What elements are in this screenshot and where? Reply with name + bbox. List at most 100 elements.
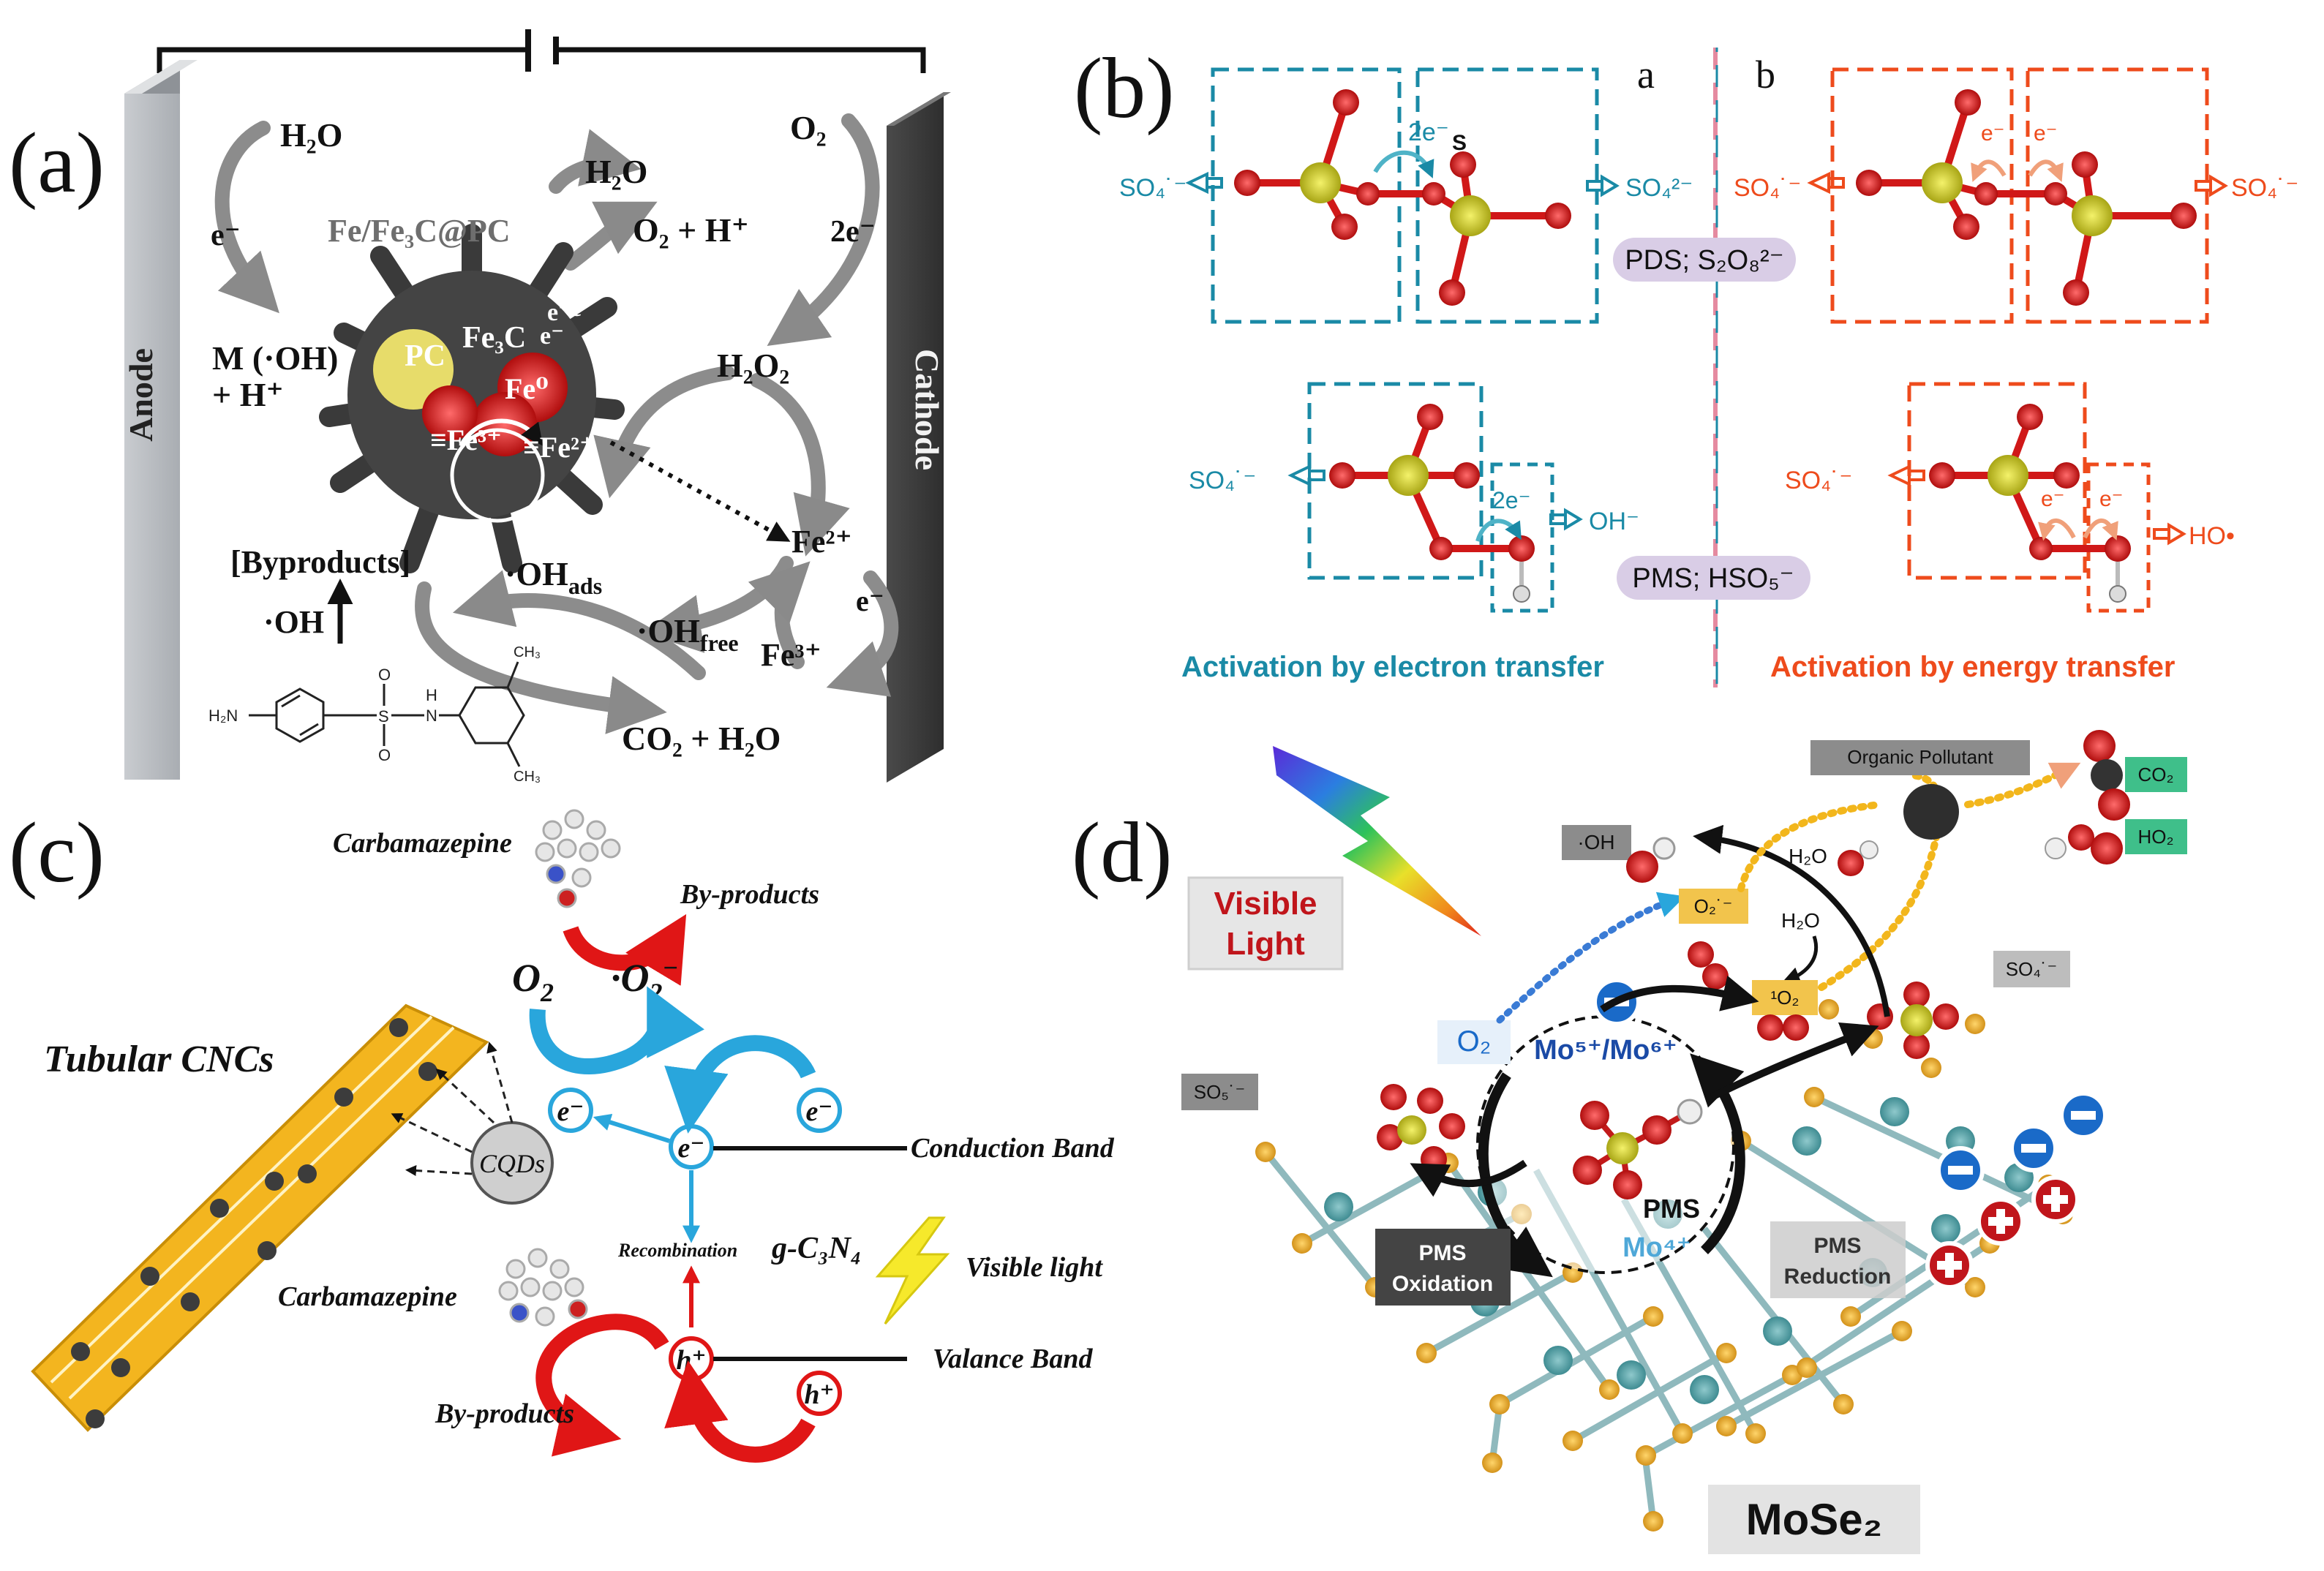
m-oh-label: M (·OH) <box>212 339 338 377</box>
oh-attack-label: ·OH <box>263 604 324 640</box>
co2-h2o-label: CO₂ + H₂O <box>622 720 781 757</box>
hole-excited-label: h⁺ <box>804 1379 834 1410</box>
o2-right: O₂ <box>790 109 827 146</box>
negative-charges <box>1936 1091 2107 1194</box>
gcn-label: g-C₃N₄ <box>771 1232 862 1265</box>
panel-c: (c) Tubular CNCs CQDs <box>9 805 1115 1463</box>
mose2-box <box>1708 1485 1920 1554</box>
excitation-arrow <box>664 1035 816 1134</box>
h2o-b-label: H₂O <box>1781 909 1820 932</box>
cycle-arrow-right <box>1690 1053 1745 1254</box>
pollutant-to-products <box>1964 762 2081 808</box>
singlet-o2-tag: ¹O₂ <box>1771 987 1800 1009</box>
electron-cb-label: e⁻ <box>678 1133 705 1164</box>
visible-light-bolt <box>875 1216 950 1325</box>
mol-s: S <box>378 707 389 726</box>
sulfonamide-molecule <box>249 661 525 767</box>
mol-n: N <box>426 707 437 725</box>
panel-b-label: (b) <box>1074 40 1175 136</box>
fe2-label: Fe²⁺ <box>791 524 852 560</box>
pms-ho-radical: HO• <box>2189 522 2235 550</box>
co2-tag-bg <box>2125 757 2187 792</box>
pds-e-1: e⁻ <box>1981 121 2005 146</box>
process-arrows <box>214 113 899 734</box>
carbamazepine-bottom: Carbamazepine <box>278 1281 457 1312</box>
fe0-label: Fe⁰ <box>505 372 549 405</box>
pms-so4-left: SO₄˙⁻ <box>1189 467 1256 494</box>
electron-label-1: e⁻ <box>547 299 571 326</box>
carbamazepine-bottom-molecule <box>498 1248 588 1327</box>
visible-light-label: Visible light <box>966 1252 1103 1283</box>
hole-excited <box>797 1371 842 1416</box>
degradation-arrow-top <box>563 913 687 986</box>
pc-label: PC <box>405 339 445 373</box>
to-singlet-arrow <box>1600 975 1759 1013</box>
pms-energy-transfer: e⁻ e⁻ SO₄˙⁻ HO• <box>1785 382 2235 613</box>
pollutant-molecule <box>1903 784 1959 840</box>
to-so5-arrow <box>1410 1159 1527 1197</box>
pms-reduction-bg <box>1770 1221 1906 1298</box>
panel-d: (d) Visible Light <box>1072 730 2187 1554</box>
cathode-label: Cathode <box>909 349 946 470</box>
electron-label-3: e⁻ <box>540 323 564 350</box>
pms-badge: PMS; HSO₅⁻ <box>1632 563 1794 594</box>
fe3-label: Fe³⁺ <box>761 637 821 673</box>
caption-electron-transfer: Activation by electron transfer <box>1181 651 1604 683</box>
pds-badge-bg <box>1613 238 1796 282</box>
panel-d-label: (d) <box>1072 805 1173 900</box>
o2-d-label: O₂ <box>1457 1025 1492 1058</box>
cqds-label: CQDs <box>479 1149 545 1178</box>
fe3c-label: Fe₃C <box>462 321 526 355</box>
oh-free-label: ·OHfree <box>636 612 739 656</box>
o2-to-superoxide-arrow <box>1496 892 1685 1024</box>
pms-e-1: e⁻ <box>2041 487 2065 511</box>
cqds-links <box>391 1041 514 1177</box>
catalyst-particle <box>319 224 625 573</box>
pms-center-label: PMS <box>1643 1194 1700 1224</box>
positive-charges <box>1925 1175 2080 1289</box>
fe3-site-label: ≡Fe³⁺ <box>430 423 502 456</box>
visible-light-bolt-d <box>1273 746 1481 936</box>
byproducts-bottom: By-products <box>435 1398 574 1429</box>
so5-tag: SO₅˙⁻ <box>1194 1081 1245 1103</box>
o2-box <box>1437 1020 1511 1064</box>
recombination-label: Recombination <box>617 1240 737 1261</box>
pms-e-2: e⁻ <box>2099 487 2124 511</box>
so4-radical-molecule <box>1867 982 1959 1059</box>
oh-tag-bg <box>1562 825 1631 860</box>
o2-h-label: O₂ + H⁺ <box>633 211 749 249</box>
mo4-label: Mo⁴⁺ <box>1622 1232 1691 1263</box>
h2o-a-label: H₂O <box>1789 845 1827 867</box>
superoxide-to-pollutant <box>1737 801 1884 892</box>
pms-badge-bg <box>1617 556 1810 600</box>
pms-oxidation-bg <box>1375 1229 1511 1306</box>
cathode-electrode: Cathode <box>887 92 951 783</box>
pds-so4-2minus: SO₄²⁻ <box>1625 174 1693 202</box>
mo56-label: Mo⁵⁺/Mo⁶⁺ <box>1534 1035 1677 1066</box>
mol-ch3-top: CH₃ <box>514 644 541 660</box>
pms-reduction-2: Reduction <box>1784 1265 1892 1289</box>
hole-excitation-arrow <box>664 1360 816 1463</box>
pds-so4-left: SO₄˙⁻ <box>1119 174 1187 202</box>
mose2-label: MoSe₂ <box>1746 1495 1883 1544</box>
h2o2-label: H₂O₂ <box>717 347 789 384</box>
pms-oh-minus: OH⁻ <box>1589 508 1639 535</box>
h2o-left: H₂O <box>280 116 342 154</box>
pms-reduction-1: PMS <box>1813 1234 1861 1258</box>
e-left: e⁻ <box>211 219 241 252</box>
electron-cqd <box>548 1088 593 1133</box>
byproducts-label: [Byproducts] <box>230 544 410 580</box>
anode-electrode: Anode <box>122 60 198 780</box>
mol-ch3-bottom: CH₃ <box>514 769 541 785</box>
pds-e-2: e⁻ <box>2034 121 2058 146</box>
o2-reduction-arrow <box>529 986 704 1075</box>
hole-vb-label: h⁺ <box>676 1345 706 1376</box>
ho2-tag-bg <box>2125 819 2187 854</box>
h2o-b-arrow <box>1781 935 1819 985</box>
plus-h-label: + H⁺ <box>212 376 284 413</box>
superoxide-label: ·O2− <box>611 953 678 1007</box>
pds-so4-right-right: SO₄˙⁻ <box>2231 174 2298 202</box>
pds-so4-right-left: SO₄˙⁻ <box>1734 174 1801 202</box>
oh-tag: ·OH <box>1577 831 1614 854</box>
